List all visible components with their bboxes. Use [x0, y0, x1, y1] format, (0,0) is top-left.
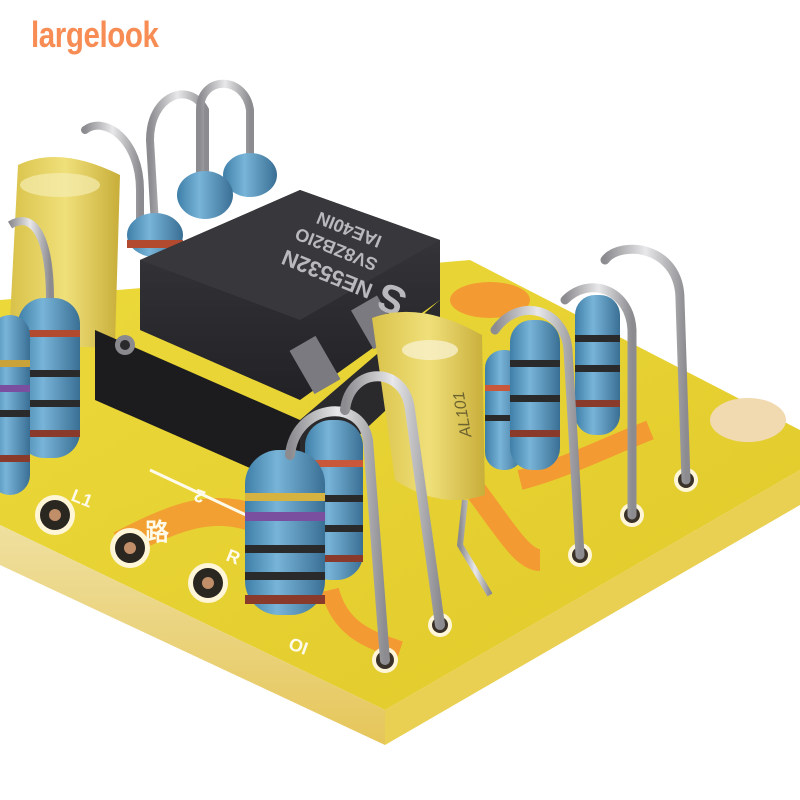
- resistor-leads-back: [81, 79, 254, 229]
- resistor-leads-front: [285, 371, 445, 665]
- ic-chip-ne5532: NE5532N SV8ZB2IO IAE40IN S: [140, 190, 440, 400]
- resistor-leads-right: [490, 244, 691, 560]
- resistors-left: [0, 217, 80, 495]
- resistors-right: [485, 295, 620, 470]
- silk-label-chinese: 路: [145, 518, 170, 546]
- watermark-logo: largelook: [31, 14, 159, 55]
- resistors-front: [245, 420, 363, 615]
- film-capacitor-front: AL101: [372, 311, 493, 597]
- resistors-back: [127, 153, 277, 257]
